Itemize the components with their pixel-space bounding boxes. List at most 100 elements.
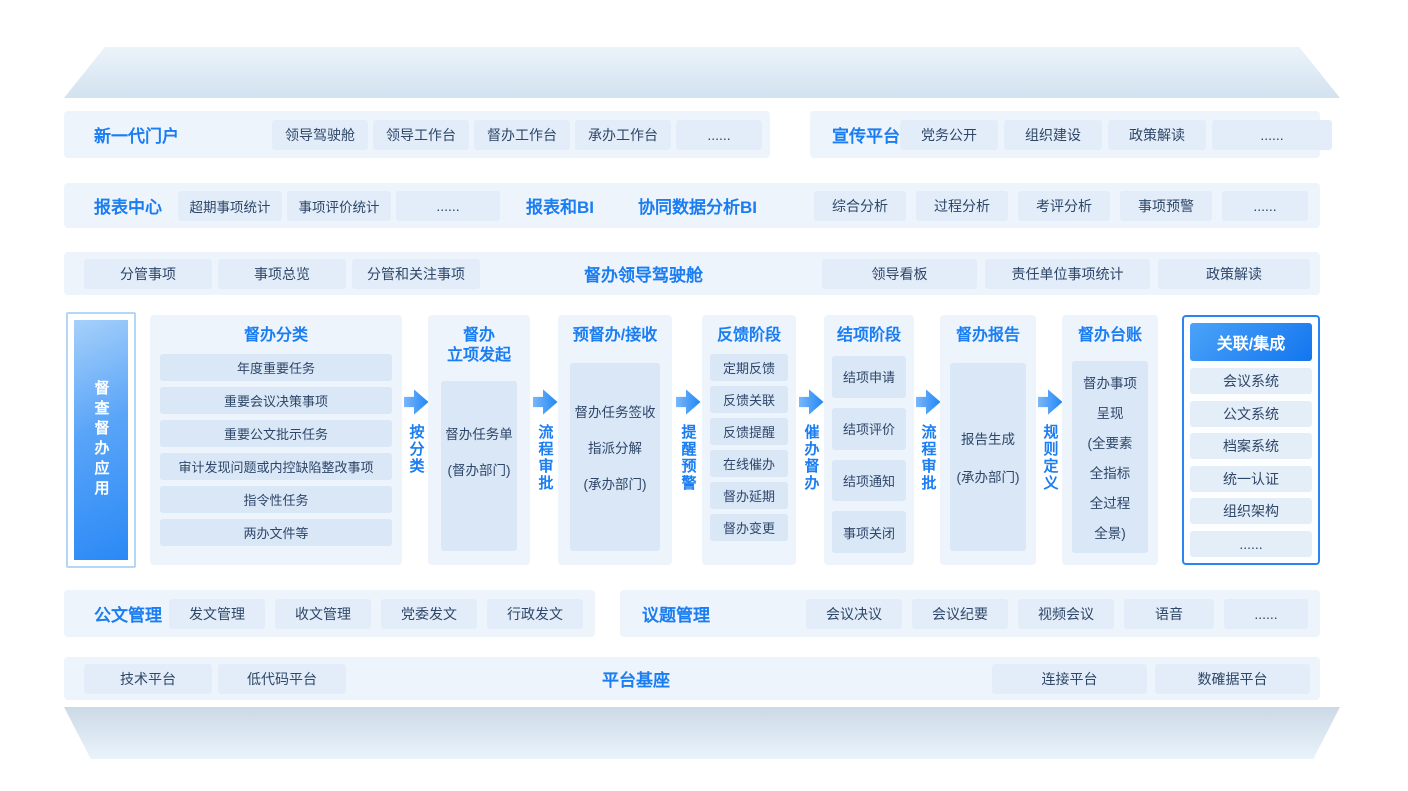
ledger-box-line: 督办事项	[1083, 376, 1137, 391]
portal-title: 新一代门户	[94, 127, 179, 146]
topic-item: 会议纪要	[912, 598, 1008, 629]
feedback-items: 定期反馈 反馈关联 反馈提醒 在线催办 督办延期 督办变更	[710, 354, 788, 541]
receive-box-line: (承办部门)	[583, 477, 647, 492]
analysis-item: 考评分析	[1018, 190, 1110, 221]
right-arrow-icon	[798, 389, 824, 415]
bi-title-2: 协同数据分析BI	[638, 198, 757, 217]
reporting-box-line: 报告生成	[961, 432, 1015, 447]
panel-initiation-title-line1: 督办	[462, 327, 495, 344]
panel-receive: 预督办/接收 督办任务签收 指派分解 (承办部门)	[558, 315, 672, 565]
receive-box-line: 指派分解	[588, 441, 642, 456]
cockpit-right-items: 领导看板 责任单位事项统计 政策解读	[822, 258, 1320, 289]
reporting-box: 报告生成 (承办部门)	[950, 363, 1026, 551]
document-item: 发文管理	[169, 598, 265, 629]
receive-box-line: 督办任务签收	[574, 405, 656, 420]
panel-ledger-title: 督办台账	[1077, 327, 1142, 344]
topic-item: 语音	[1124, 598, 1214, 629]
cockpit-item: 领导看板	[822, 258, 977, 289]
flow-arrow-4-label: 催办督办	[802, 424, 820, 492]
analysis-items: 综合分析 过程分析 考评分析 事项预警 ......	[814, 190, 1320, 221]
initiation-box-line: 督办任务单	[445, 427, 513, 442]
report-title: 报表中心	[94, 198, 162, 217]
document-item: 收文管理	[275, 598, 371, 629]
reporting-box-line: (承办部门)	[956, 470, 1020, 485]
ledger-box: 督办事项 呈现 (全要素 全指标 全过程 全景)	[1072, 361, 1148, 553]
feedback-item: 督办变更	[710, 514, 788, 541]
topic-items: 会议决议 会议纪要 视频会议 语音 ......	[806, 598, 1320, 629]
portal-band: 新一代门户 领导驾驶舱 领导工作台 督办工作台 承办工作台 ......	[64, 111, 770, 158]
classification-item: 重要会议决策事项	[160, 387, 392, 414]
integration-item: 档案系统	[1190, 433, 1312, 460]
closing-item: 结项通知	[832, 459, 906, 502]
panel-initiation-title-line2: 立项发起	[446, 347, 511, 364]
report-items: 超期事项统计 事项评价统计 ......	[178, 190, 500, 221]
topic-item-more: ......	[1224, 598, 1308, 629]
panel-initiation: 督办 立项发起 督办任务单 (督办部门)	[428, 315, 530, 565]
closing-items: 结项申请 结项评价 结项通知 事项关闭	[832, 356, 906, 553]
classification-item: 审计发现问题或内控缺陷整改事项	[160, 453, 392, 480]
portal-item: 领导工作台	[373, 119, 469, 150]
ledger-box-line: (全要素	[1087, 436, 1133, 451]
portal-item: 督办工作台	[474, 119, 570, 150]
cockpit-item: 事项总览	[218, 258, 346, 289]
analysis-item: 过程分析	[916, 190, 1008, 221]
closing-item: 结项评价	[832, 407, 906, 450]
application-sidebar: 督查督办应用	[74, 320, 128, 560]
application-sidebar-frame: 督查督办应用	[66, 312, 136, 568]
integration-item: 会议系统	[1190, 368, 1312, 394]
document-title: 公文管理	[94, 606, 162, 625]
flow-arrow-1: 按分类	[403, 315, 429, 475]
closing-item: 事项关闭	[832, 511, 906, 553]
publicity-items: 党务公开 组织建设 政策解读 ......	[900, 119, 1342, 150]
right-arrow-icon	[403, 389, 429, 415]
panel-ledger: 督办台账 督办事项 呈现 (全要素 全指标 全过程 全景)	[1062, 315, 1158, 565]
classification-item: 重要公文批示任务	[160, 420, 392, 447]
document-items: 发文管理 收文管理 党委发文 行政发文	[169, 598, 595, 629]
cockpit-item: 政策解读	[1158, 258, 1310, 289]
platform-base-band: 技术平台 低代码平台 平台基座 连接平台 数確据平台	[64, 657, 1320, 700]
ledger-box-line: 全景)	[1094, 526, 1126, 541]
platform-item: 连接平台	[992, 663, 1147, 694]
portal-item: 领导驾驶舱	[272, 119, 368, 150]
panel-closing: 结项阶段 结项申请 结项评价 结项通知 事项关闭	[824, 315, 914, 565]
flow-arrow-1-label: 按分类	[407, 424, 425, 475]
portal-item: 承办工作台	[575, 119, 671, 150]
flow-arrow-3-label: 提醒预警	[679, 424, 697, 492]
ledger-box-line: 呈现	[1096, 406, 1124, 421]
panel-classification-title: 督办分类	[243, 327, 308, 344]
platform-base-title: 平台基座	[602, 671, 670, 690]
classification-item: 年度重要任务	[160, 354, 392, 381]
panel-reporting: 督办报告 报告生成 (承办部门)	[940, 315, 1036, 565]
flow-arrow-6: 规则定义	[1037, 315, 1063, 492]
publicity-item: 组织建设	[1004, 119, 1102, 150]
initiation-box: 督办任务单 (督办部门)	[441, 381, 517, 551]
cockpit-item: 责任单位事项统计	[985, 258, 1150, 289]
platform-item: 数確据平台	[1155, 663, 1310, 694]
closing-item: 结项申请	[832, 356, 906, 398]
publicity-item: 政策解读	[1108, 119, 1206, 150]
document-item: 党委发文	[381, 598, 477, 629]
analysis-item: 综合分析	[814, 190, 906, 221]
flow-arrow-3: 提醒预警	[675, 315, 701, 492]
initiation-box-line: (督办部门)	[447, 463, 511, 478]
publicity-band: 宣传平台 党务公开 组织建设 政策解读 ......	[810, 111, 1332, 158]
application-sidebar-label: 督查督办应用	[92, 380, 110, 500]
publicity-title: 宣传平台	[832, 127, 900, 146]
classification-item: 指令性任务	[160, 486, 392, 513]
cockpit-title: 督办领导驾驶舱	[584, 266, 703, 285]
publicity-item: 党务公开	[900, 119, 998, 150]
topic-item: 会议决议	[806, 598, 902, 629]
flow-arrow-6-label: 规则定义	[1041, 424, 1059, 492]
analysis-item-more: ......	[1222, 190, 1308, 221]
ledger-box-line: 全过程	[1089, 496, 1131, 511]
topic-band: 议题管理 会议决议 会议纪要 视频会议 语音 ......	[620, 590, 1320, 637]
document-band: 公文管理 发文管理 收文管理 党委发文 行政发文	[64, 590, 595, 637]
flow-arrow-4: 催办督办	[798, 315, 824, 492]
analysis-item: 事项预警	[1120, 190, 1212, 221]
feedback-item: 反馈提醒	[710, 418, 788, 445]
panel-feedback-title: 反馈阶段	[716, 327, 781, 344]
right-arrow-icon	[1037, 389, 1063, 415]
classification-item: 两办文件等	[160, 519, 392, 546]
integration-item: 公文系统	[1190, 400, 1312, 427]
report-item-more: ......	[396, 190, 500, 221]
